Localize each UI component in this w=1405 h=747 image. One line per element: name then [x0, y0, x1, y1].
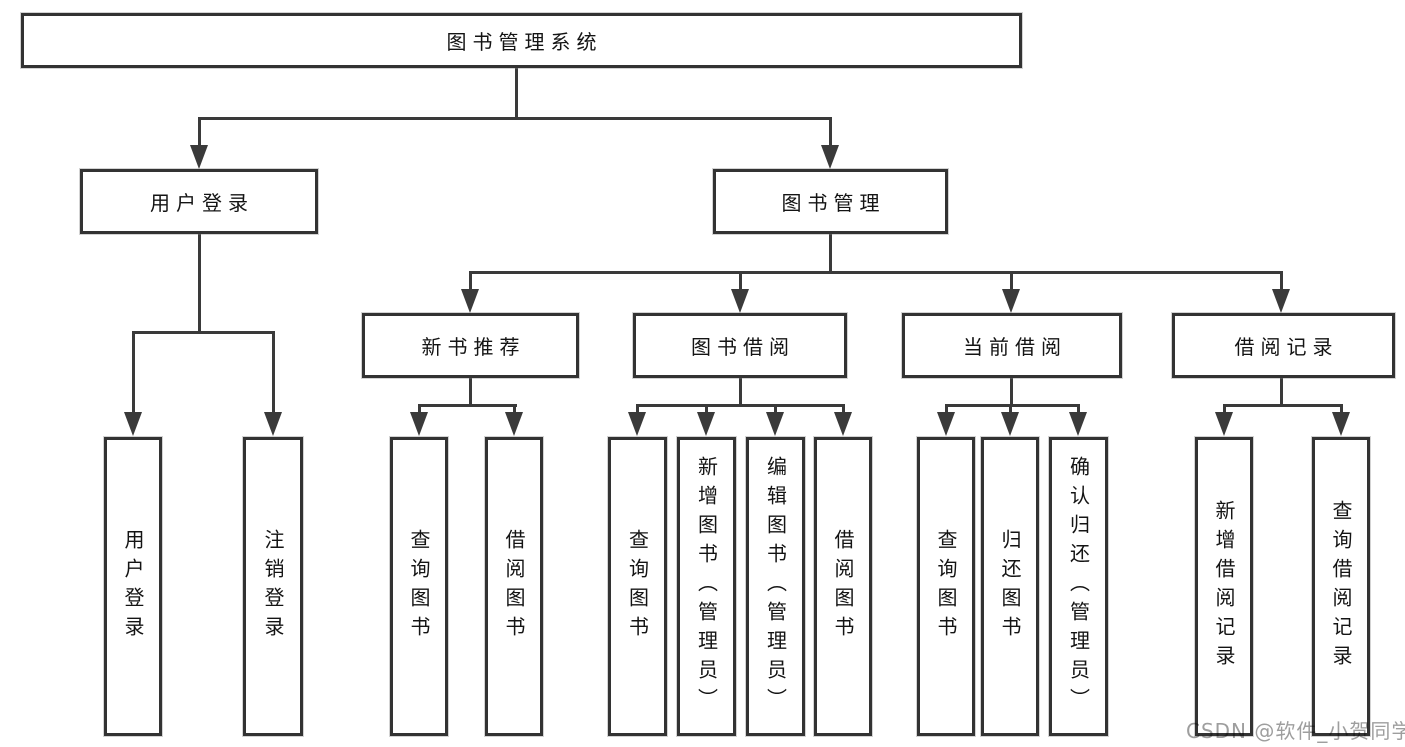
connector-line [469, 376, 472, 406]
arrow-down-icon [731, 289, 749, 313]
arrow-down-icon [1272, 289, 1290, 313]
arrow-down-icon [1001, 412, 1019, 436]
node-book-management: 图书管理 [713, 169, 948, 234]
node-current-borrow: 当前借阅 [902, 313, 1122, 378]
connector-line [739, 376, 742, 406]
node-label: 查询图书 [934, 528, 958, 645]
connector-line [272, 331, 275, 414]
arrow-down-icon [1069, 412, 1087, 436]
connector-line [829, 117, 832, 147]
arrow-down-icon [697, 412, 715, 436]
leaf-query-books-borrow: 查询图书 [608, 437, 667, 736]
leaf-query-books-recommend: 查询图书 [390, 437, 448, 736]
node-book-borrow: 图书借阅 [633, 313, 847, 378]
node-label: 图书借阅 [691, 335, 795, 359]
connector-line [636, 404, 639, 416]
arrow-down-icon [410, 412, 428, 436]
node-label: 编辑图书（管理员） [763, 456, 788, 717]
node-label: 借阅图书 [831, 528, 855, 645]
connector-line [1010, 271, 1013, 291]
connector-line [705, 404, 708, 416]
node-root-system: 图书管理系统 [21, 13, 1022, 68]
connector-line [739, 271, 742, 291]
node-label: 图书管理 [781, 191, 886, 215]
connector-line [515, 67, 518, 119]
watermark-text: CSDN @软件_小贺同学 [1186, 719, 1405, 743]
node-label: 当前借阅 [963, 335, 1067, 359]
node-label: 确认归还（管理员） [1066, 456, 1091, 717]
connector-line [1010, 376, 1013, 406]
arrow-down-icon [821, 145, 839, 169]
node-new-book-recommend: 新书推荐 [362, 313, 579, 378]
arrow-down-icon [1332, 412, 1350, 436]
node-label: 用户登录 [121, 528, 145, 645]
connector-line [945, 404, 948, 416]
node-label: 查询借阅记录 [1329, 499, 1353, 674]
connector-line [945, 404, 1080, 407]
connector-line [1223, 404, 1226, 416]
arrow-down-icon [628, 412, 646, 436]
connector-line [513, 404, 516, 416]
arrow-down-icon [834, 412, 852, 436]
arrow-down-icon [461, 289, 479, 313]
node-user-login: 用户登录 [80, 169, 318, 234]
leaf-return-book: 归还图书 [981, 437, 1039, 736]
connector-line [132, 331, 275, 334]
arrow-down-icon [937, 412, 955, 436]
arrow-down-icon [1215, 412, 1233, 436]
node-label: 归还图书 [998, 528, 1022, 645]
node-label: 新书推荐 [421, 335, 526, 359]
connector-line [1077, 404, 1080, 416]
connector-line [829, 233, 832, 273]
node-label: 查询图书 [625, 528, 650, 645]
leaf-user-login: 用户登录 [104, 437, 162, 736]
connector-line [1223, 404, 1343, 407]
leaf-confirm-return-admin: 确认归还（管理员） [1049, 437, 1108, 736]
node-borrow-records: 借阅记录 [1172, 313, 1395, 378]
connector-line [469, 271, 1283, 274]
node-label: 查询图书 [407, 528, 431, 645]
connector-line [1280, 376, 1283, 406]
connector-line [469, 271, 472, 291]
connector-line [198, 233, 201, 333]
arrow-down-icon [1002, 289, 1020, 313]
arrow-down-icon [766, 412, 784, 436]
leaf-query-borrow-record: 查询借阅记录 [1312, 437, 1370, 736]
leaf-query-books-current: 查询图书 [917, 437, 975, 736]
connector-line [636, 404, 845, 407]
arrow-down-icon [190, 145, 208, 169]
connector-line [198, 117, 832, 120]
arrow-down-icon [124, 412, 142, 436]
connector-line [774, 404, 777, 416]
leaf-add-borrow-record: 新增借阅记录 [1195, 437, 1253, 736]
node-label: 新增图书（管理员） [694, 456, 719, 717]
leaf-logout: 注销登录 [243, 437, 303, 736]
node-label: 用户登录 [150, 191, 254, 215]
connector-line [842, 404, 845, 416]
node-label: 新增借阅记录 [1212, 499, 1236, 674]
arrow-down-icon [505, 412, 523, 436]
arrow-down-icon [264, 412, 282, 436]
node-label: 借阅记录 [1234, 335, 1339, 359]
node-label: 借阅图书 [502, 528, 526, 645]
connector-line [1009, 404, 1012, 416]
leaf-edit-book-admin: 编辑图书（管理员） [746, 437, 805, 736]
connector-line [132, 331, 135, 414]
node-label: 注销登录 [261, 528, 285, 645]
connector-line [198, 117, 201, 147]
connector-line [1340, 404, 1343, 416]
connector-line [418, 404, 421, 416]
connector-line [1280, 271, 1283, 291]
leaf-borrow-books-recommend: 借阅图书 [485, 437, 543, 736]
leaf-borrow-books: 借阅图书 [814, 437, 872, 736]
leaf-add-book-admin: 新增图书（管理员） [677, 437, 736, 736]
connector-line [418, 404, 517, 407]
node-label: 图书管理系统 [446, 30, 603, 54]
